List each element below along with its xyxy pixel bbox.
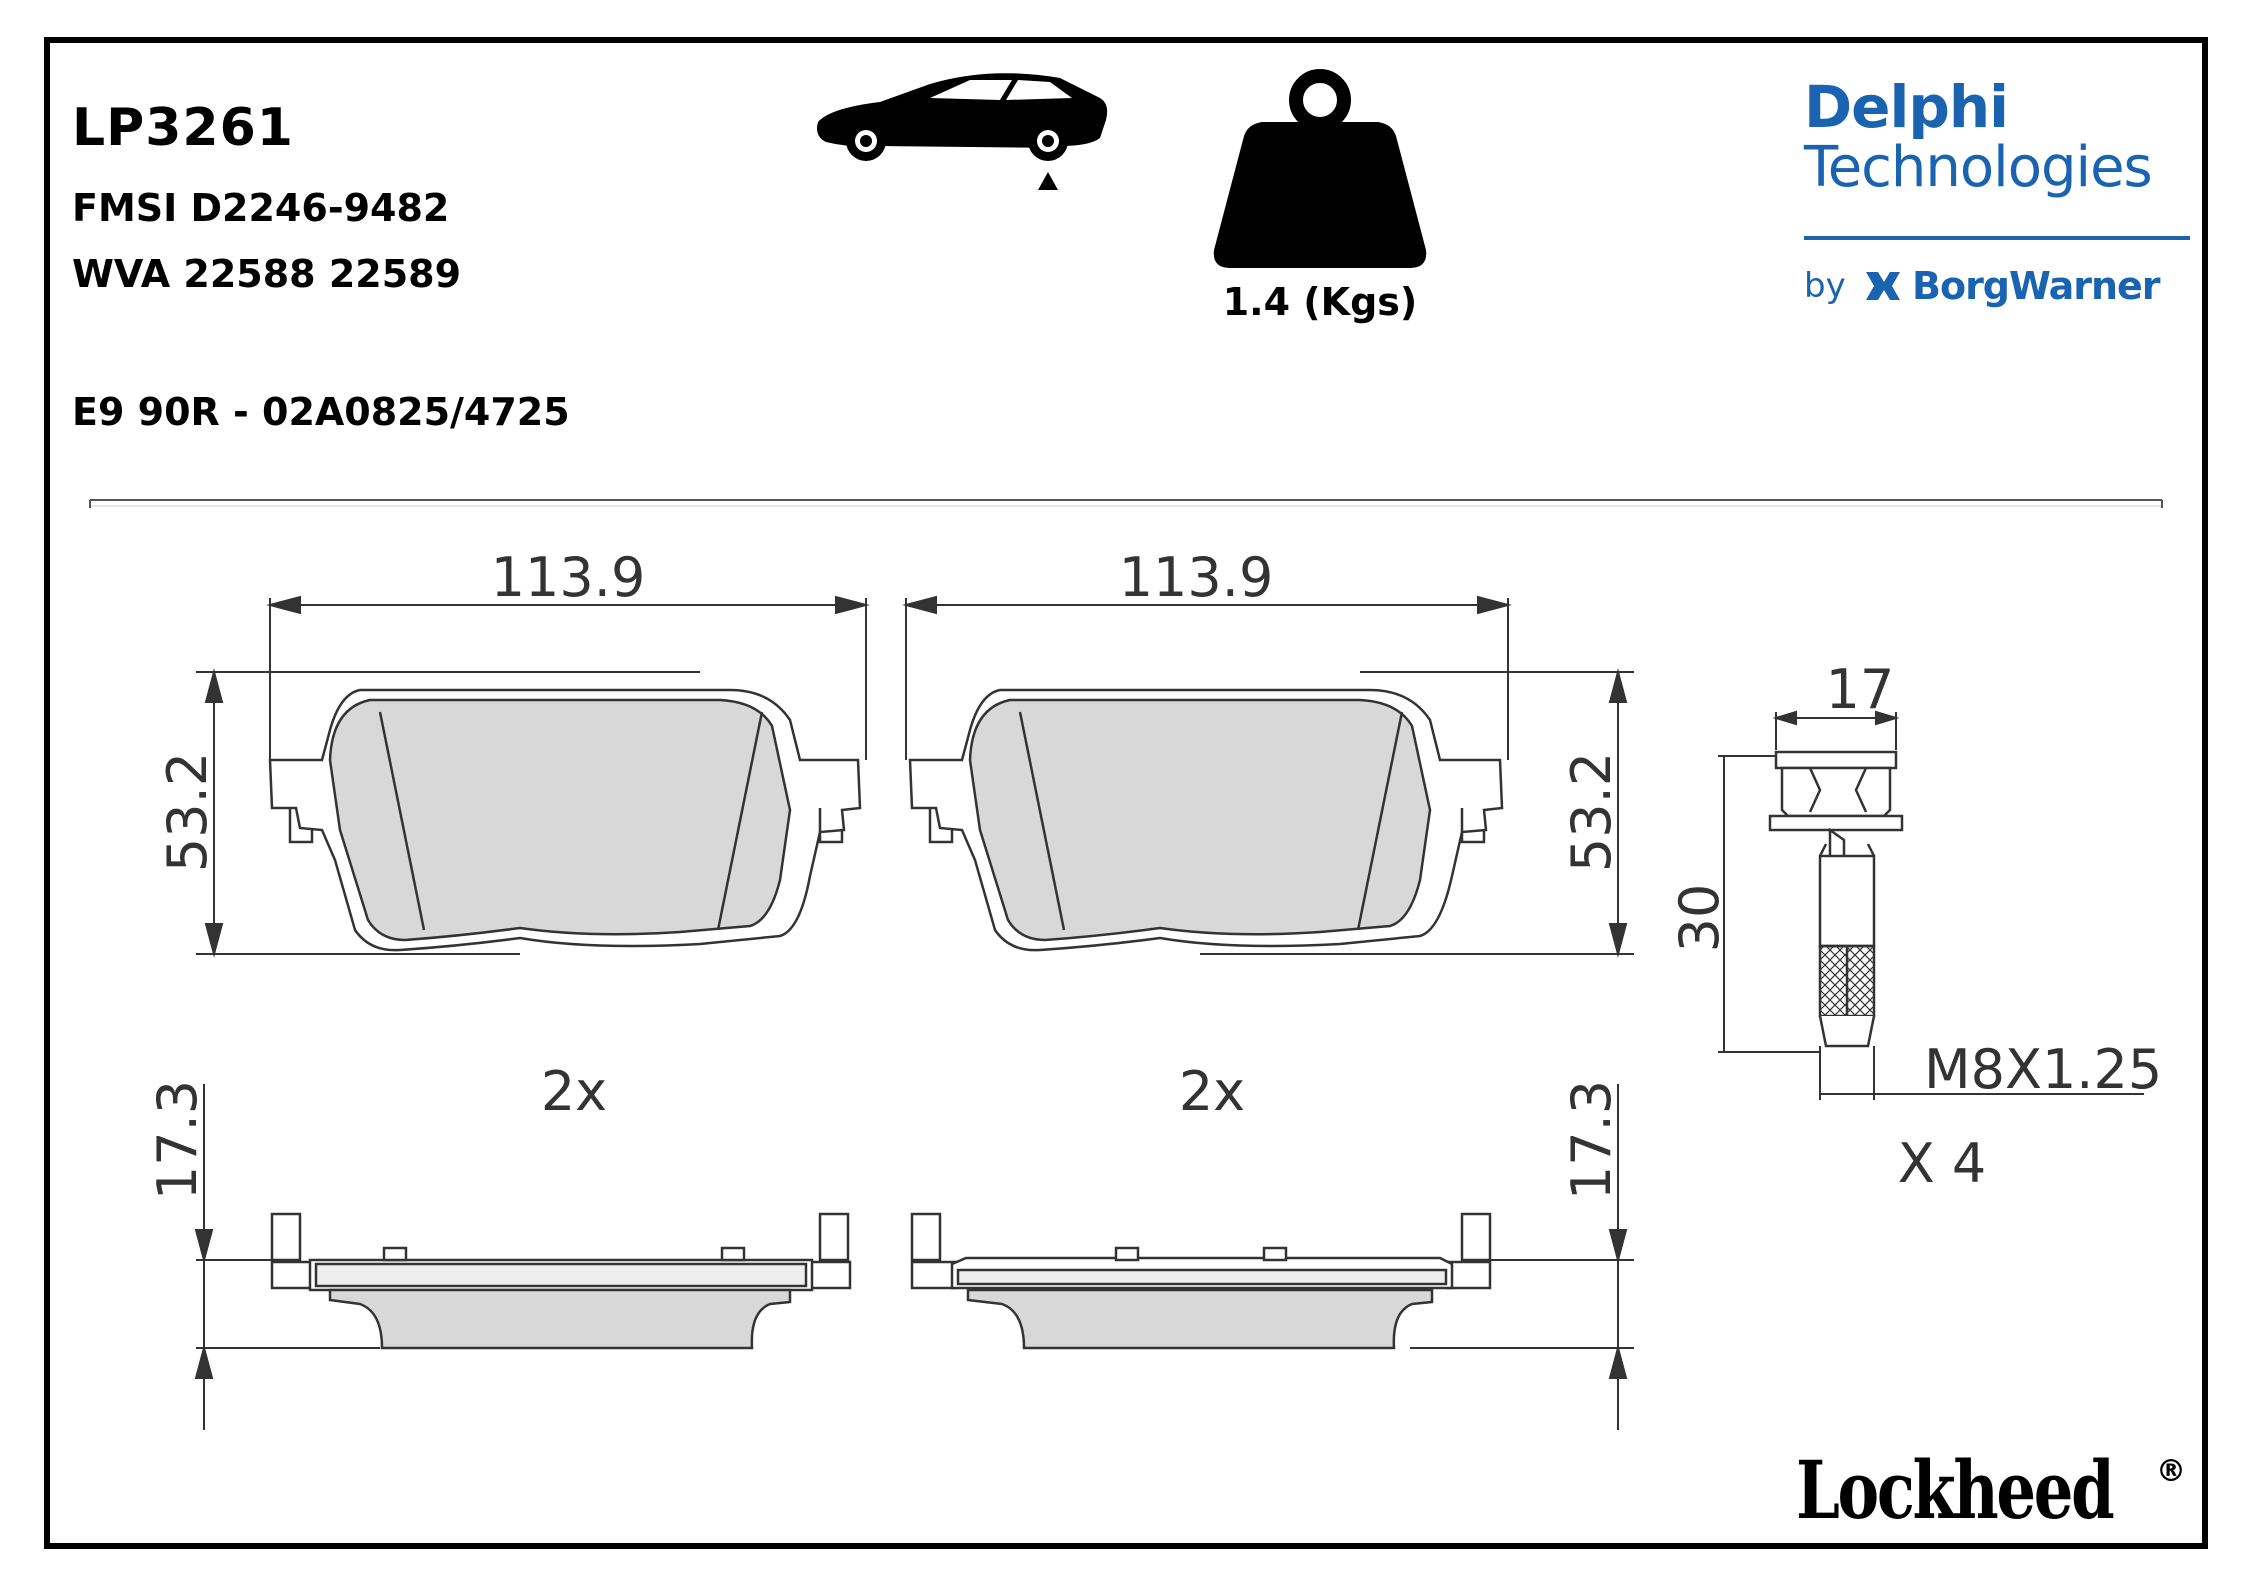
delphi-logo: Delphi Technologies: [1804, 73, 2153, 200]
right-pad-front-view: [908, 688, 1504, 952]
bolt-length-dimension: [1718, 755, 1820, 1053]
left-thickness-label: 17.3: [146, 1080, 209, 1200]
left-height-label: 53.2: [156, 752, 219, 872]
right-height-dimension: [1200, 668, 1634, 958]
delphi-word: Delphi: [1804, 73, 2009, 141]
wva-code: WVA 22588 22589: [72, 252, 462, 296]
bolt-length-label: 30: [1668, 884, 1731, 953]
left-quantity-label: 2x: [541, 1060, 607, 1123]
bolt-drawing: [1768, 750, 1904, 1048]
left-width-label: 113.9: [491, 546, 646, 609]
logo-divider: [1804, 236, 2190, 240]
bolt-thread-label: M8X1.25: [1924, 1038, 2162, 1101]
weight-value: 1.4 (Kgs): [1222, 280, 1418, 324]
left-thickness-dimension: [194, 1084, 380, 1430]
borgwarner-mark-icon: [1866, 272, 1900, 300]
bolt-quantity-label: X 4: [1898, 1132, 1987, 1195]
approval-code: E9 90R - 02A0825/4725: [72, 390, 570, 434]
car-rear-axle-icon: [817, 73, 1108, 190]
right-thickness-label: 17.3: [1560, 1080, 1623, 1200]
right-quantity-label: 2x: [1179, 1060, 1245, 1123]
weight-icon: [1213, 69, 1427, 268]
part-number: LP3261: [72, 98, 294, 158]
right-height-label: 53.2: [1560, 752, 1623, 872]
bolt-thread-dimension: [1819, 1046, 2144, 1100]
left-width-dimension: [266, 595, 870, 760]
right-width-dimension: [902, 595, 1512, 760]
left-height-dimension: [196, 668, 700, 958]
fmsi-code: FMSI D2246-9482: [72, 186, 450, 230]
by-label: by: [1804, 266, 1846, 306]
technologies-word: Technologies: [1804, 135, 2153, 200]
right-pad-side-view: [910, 1212, 1492, 1350]
left-pad-side-view: [270, 1212, 852, 1350]
borgwarner-logo: BorgWarner: [1912, 264, 2161, 308]
bolt-head-dimension: [1772, 710, 1900, 750]
lockheed-logo: Lockheed: [1796, 1443, 2115, 1537]
right-width-label: 113.9: [1119, 546, 1274, 609]
right-thickness-dimension: [1410, 1084, 1634, 1430]
bolt-head-label: 17: [1826, 658, 1895, 721]
drawing-frame: [44, 37, 2208, 1549]
registered-mark: ®: [2156, 1454, 2186, 1489]
left-pad-front-view: [268, 688, 862, 952]
